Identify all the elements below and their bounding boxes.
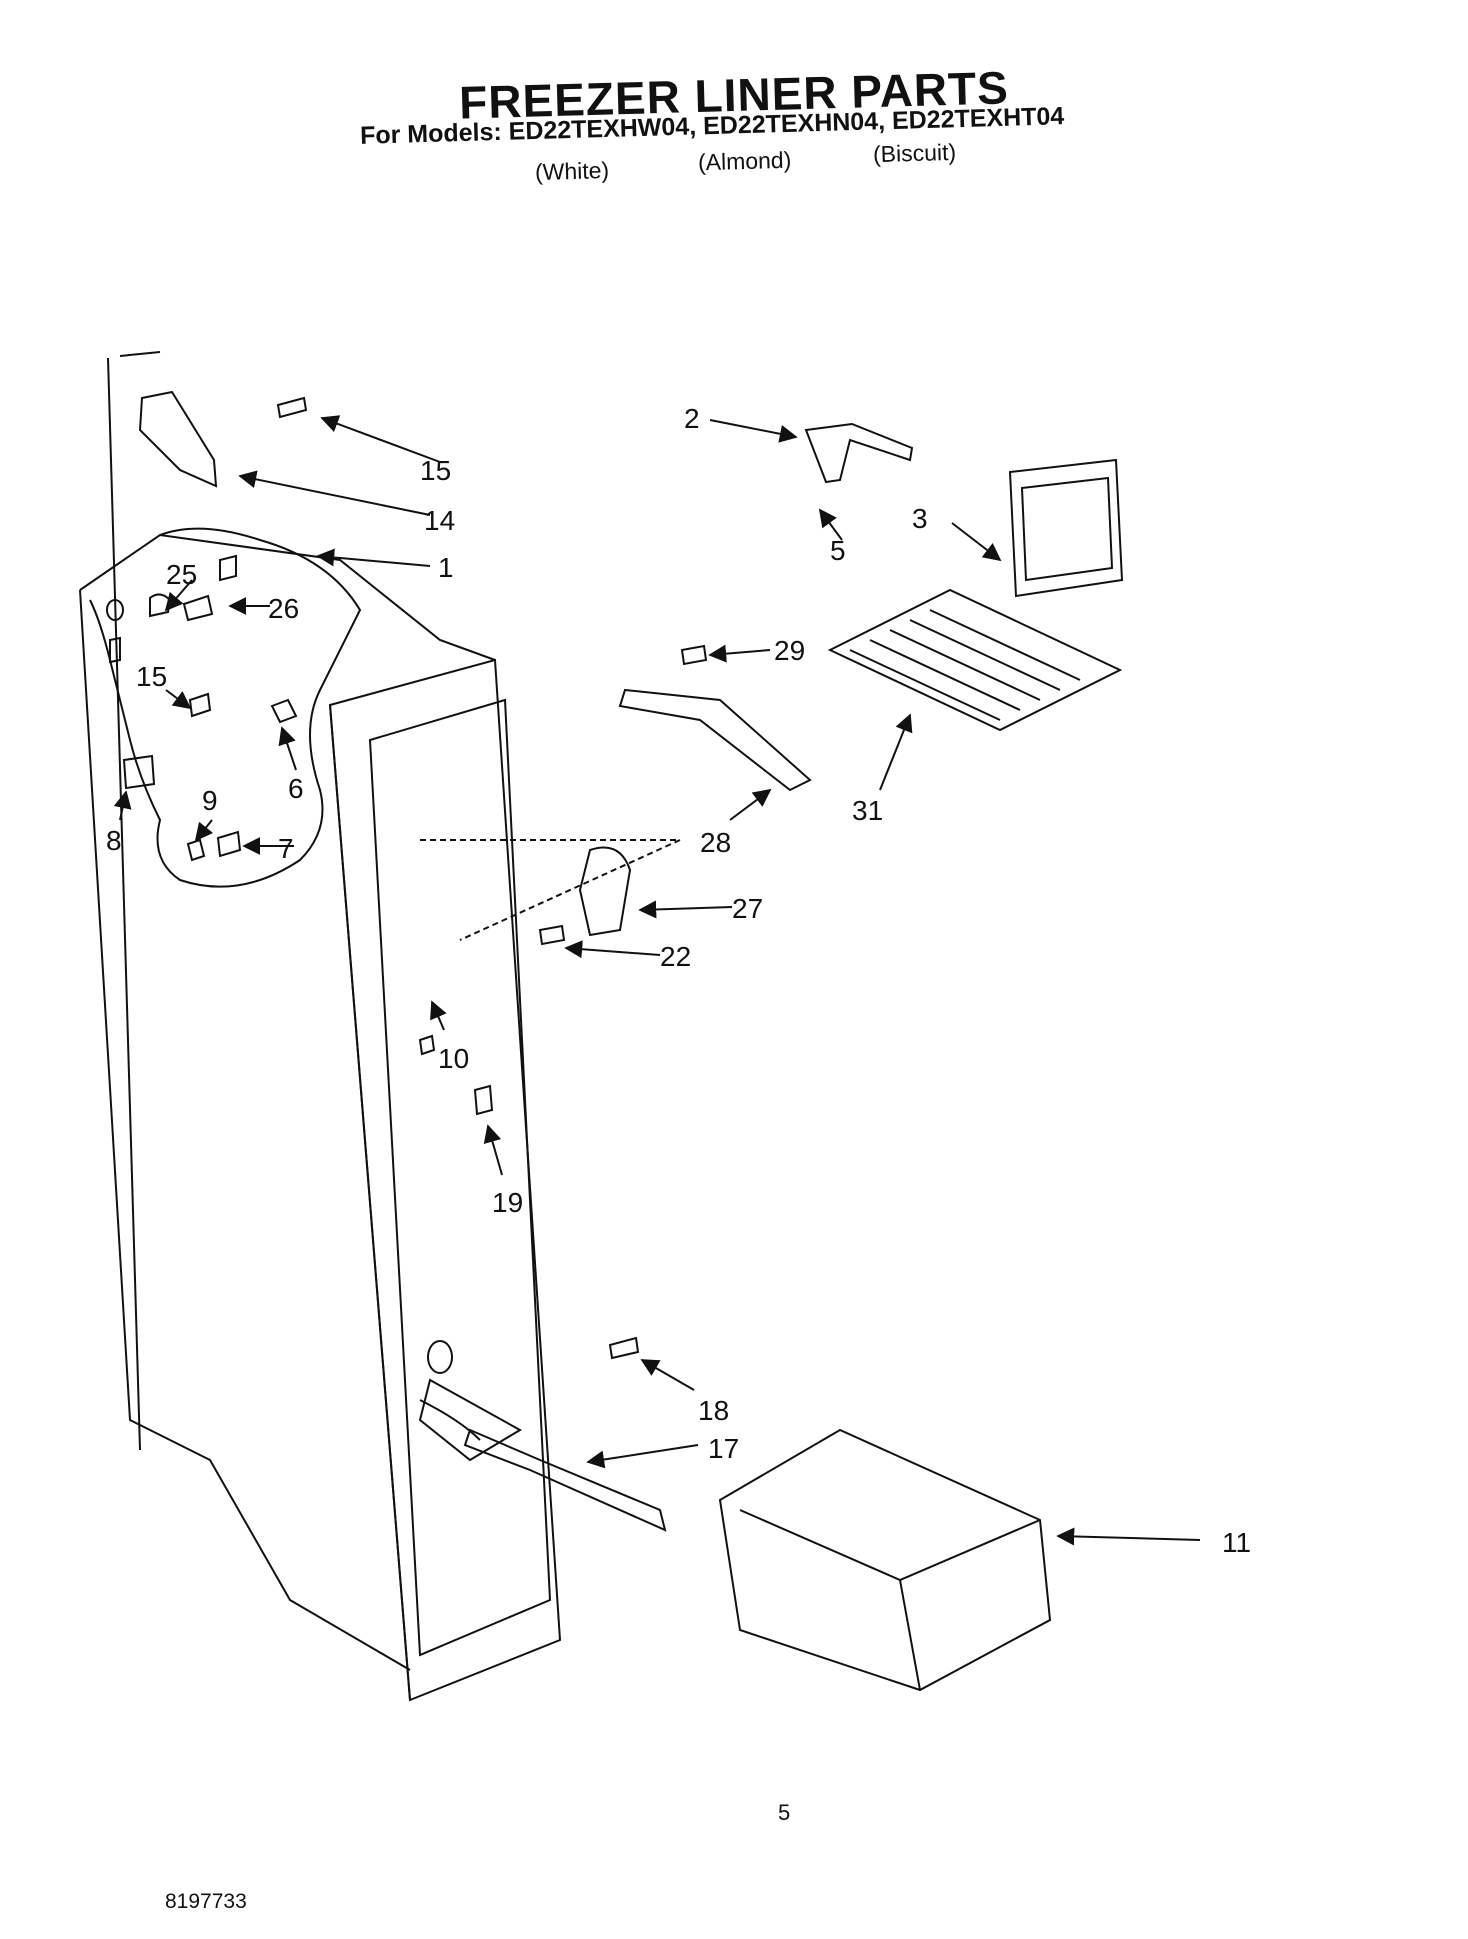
callout-29: 29: [774, 635, 805, 666]
freezer-liner-body: [79, 351, 562, 1702]
ice-bin-part: [718, 1428, 1052, 1692]
page-number: 5: [778, 1800, 791, 1825]
screw-part-29: [680, 644, 708, 666]
callout-27: 27: [732, 893, 763, 924]
fitting-part-6: [270, 698, 298, 724]
rail-part-17: [463, 1428, 667, 1532]
callout-15-left: 15: [136, 661, 167, 692]
fitting-part-7: [216, 830, 242, 858]
wire-shelf-part: [827, 588, 1123, 732]
vent-bracket-part: [138, 390, 218, 488]
screw-part-22: [538, 924, 566, 946]
document-number: 8197733: [165, 1890, 247, 1913]
callout-2: 2: [684, 403, 700, 434]
callout-8: 8: [106, 825, 122, 856]
shelf-bracket-part: [804, 422, 914, 484]
callout-5: 5: [830, 535, 846, 566]
callout-9: 9: [202, 785, 218, 816]
callout-26: 26: [268, 593, 299, 624]
callout-15-top: 15: [420, 455, 451, 486]
panel-part: [1008, 458, 1124, 598]
screw-part-10: [418, 1034, 436, 1056]
fitting-part-26: [182, 594, 214, 622]
screw-part: [276, 396, 308, 419]
callout-31: 31: [852, 795, 883, 826]
switch-part-19: [473, 1084, 494, 1116]
shelf-support-part: [618, 688, 812, 792]
callout-14: 14: [424, 505, 455, 536]
screw-part-15b: [188, 692, 212, 718]
callout-17: 17: [708, 1433, 739, 1464]
callout-22: 22: [660, 941, 691, 972]
screw-part-9: [186, 838, 206, 862]
screw-part-18: [608, 1336, 640, 1360]
fitting-part-27: [578, 846, 632, 937]
callout-labels: 1 2 3 5 6 7 8 9 10 11 14 15 15 17 18 19 …: [106, 403, 1251, 1558]
callout-6: 6: [288, 773, 304, 804]
callout-28: 28: [700, 827, 731, 858]
callout-7: 7: [278, 833, 294, 864]
part-drawings: [138, 390, 1124, 1692]
callout-18: 18: [698, 1395, 729, 1426]
callout-25: 25: [166, 559, 197, 590]
callout-3: 3: [912, 503, 928, 534]
callout-10: 10: [438, 1043, 469, 1074]
lamp-socket-part: [149, 593, 172, 618]
callout-19: 19: [492, 1187, 523, 1218]
callout-1: 1: [438, 552, 454, 583]
leader-lines: [113, 415, 1201, 1546]
callout-11: 11: [1222, 1527, 1251, 1558]
